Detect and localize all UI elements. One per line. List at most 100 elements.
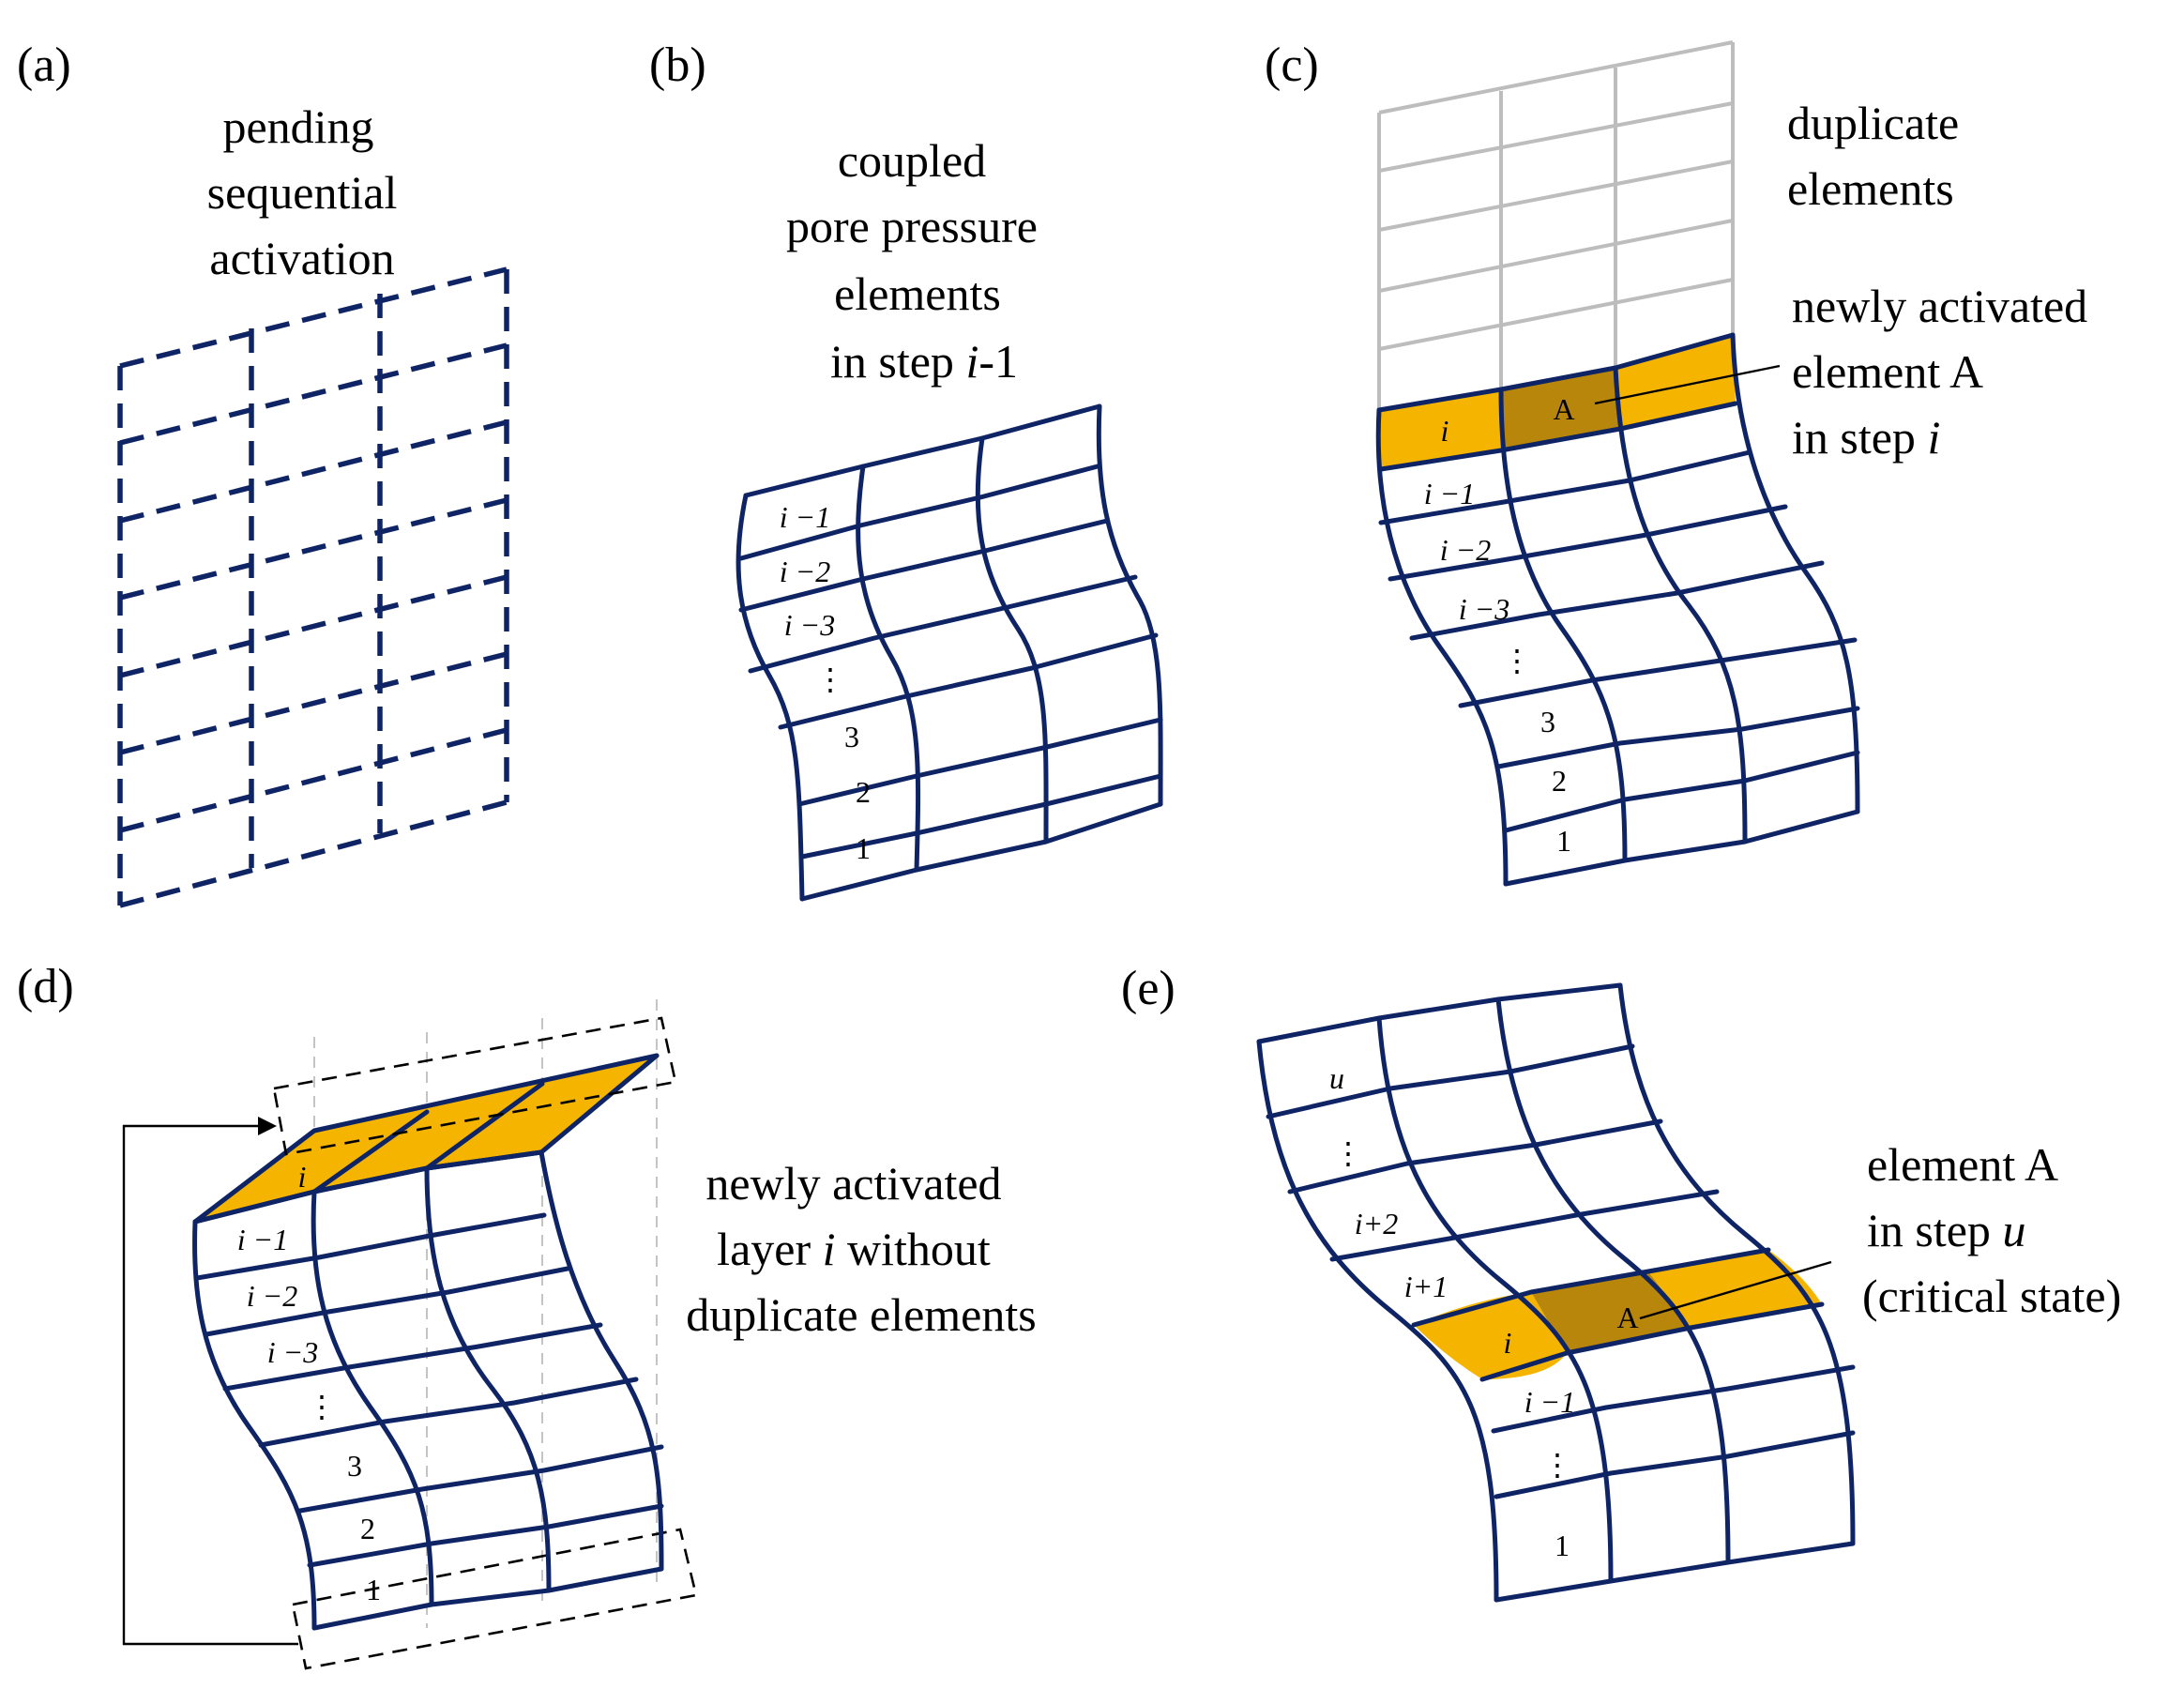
mesh-row-6 — [799, 773, 1163, 860]
row-label: 1 — [1556, 824, 1571, 858]
row-label: i −3 — [784, 608, 835, 642]
panel-c-row-labels: i −1 i −2 i −3 ⋮ 3 2 1 — [1424, 477, 1571, 858]
mesh-row — [192, 1149, 544, 1225]
mesh-row-0 — [119, 266, 508, 369]
row-label: i −1 — [1424, 477, 1475, 510]
panel-a-caption-line1: pending — [222, 100, 373, 153]
mesh-col — [1617, 982, 1856, 1546]
mesh-col-3 — [1096, 403, 1163, 807]
row-label: i −1 — [237, 1223, 288, 1256]
mesh-row — [1411, 1247, 1771, 1328]
mesh-row-0 — [743, 403, 1102, 498]
panel-c-letter: (c) — [1265, 38, 1319, 92]
mesh-row — [311, 1566, 664, 1631]
panel-e-caption-line1: element A — [1867, 1138, 2058, 1191]
row-label: 3 — [347, 1449, 362, 1483]
panel-b-row-labels: i −1 i −2 i −3 ⋮ 3 2 1 — [780, 500, 871, 865]
mesh-col-1 — [856, 464, 921, 873]
mesh-row — [204, 1266, 570, 1337]
mesh-row — [1256, 982, 1623, 1044]
mesh-row — [1491, 1364, 1856, 1434]
mesh-col-2 — [975, 435, 1049, 844]
mesh-row — [1409, 560, 1825, 641]
mesh-row-6 — [119, 727, 508, 833]
mesh-row-7 — [119, 799, 508, 908]
row-label: i −3 — [267, 1335, 318, 1369]
row-label: ⋮ — [307, 1390, 337, 1423]
row-label: i −3 — [1459, 592, 1509, 626]
mesh-col — [1498, 387, 1628, 863]
mesh-row — [1494, 1430, 1856, 1499]
panel-b-caption-line1: coupled — [838, 134, 986, 187]
panel-e-mesh — [1256, 982, 1856, 1603]
row-label: 1 — [1555, 1529, 1570, 1562]
element-a-label: A — [1553, 392, 1574, 426]
mesh-row — [1458, 637, 1858, 708]
panel-b: (b) coupled pore pressure elements in st… — [649, 38, 1163, 902]
transfer-arrow — [122, 1124, 298, 1646]
mesh-row-4 — [778, 632, 1159, 730]
panel-b-caption-line3: elements — [834, 267, 1001, 320]
top-face-edge — [424, 1081, 545, 1171]
mesh-col — [192, 1219, 317, 1631]
active-layer-cell — [1379, 389, 1501, 469]
mesh-row — [1479, 1301, 1825, 1382]
grid-row — [1378, 160, 1734, 232]
element-a-cell — [1501, 368, 1620, 450]
active-row-label: i — [1504, 1326, 1512, 1360]
grid-row — [1378, 101, 1734, 173]
mesh-row — [1378, 449, 1752, 525]
mesh-row-7 — [799, 801, 1163, 902]
mesh-row-1 — [738, 464, 1100, 561]
row-label: i −2 — [247, 1279, 297, 1313]
transfer-arrow-head — [258, 1117, 277, 1135]
panel-c-caption-mid-line3: in step i — [1792, 411, 1940, 464]
mesh-row-2 — [119, 419, 508, 524]
mesh-col — [1375, 407, 1509, 887]
mesh-row-5 — [119, 651, 508, 755]
panel-d-caption-line3: duplicate elements — [686, 1288, 1036, 1341]
panel-c-mesh — [1375, 332, 1860, 887]
panel-b-mesh — [736, 403, 1163, 902]
mesh-row-3 — [119, 497, 508, 601]
mesh-row — [222, 1322, 603, 1392]
row-label: 3 — [1540, 705, 1555, 738]
duplicate-elements-grid — [1377, 40, 1735, 410]
panel-c-caption-top-line1: duplicate — [1787, 97, 1959, 149]
active-layer-cell — [1615, 335, 1736, 429]
panel-b-caption-line2: pore pressure — [786, 200, 1038, 252]
element-a-label: A — [1616, 1301, 1638, 1334]
mesh-row — [1388, 504, 1788, 582]
top-face-edge — [192, 1053, 660, 1225]
mesh-row — [1376, 332, 1736, 413]
active-layer-cell — [1648, 1250, 1822, 1328]
panel-e-caption-line3: (critical state) — [1862, 1270, 2121, 1322]
mesh-col-0 — [736, 493, 805, 902]
panel-d-letter: (d) — [17, 960, 74, 1013]
mesh-row — [258, 1377, 639, 1448]
mesh-col — [1495, 997, 1731, 1565]
row-label: i −2 — [1440, 533, 1491, 567]
mesh-row-3 — [748, 574, 1138, 674]
mesh-row — [1495, 706, 1860, 769]
active-layer-top-face — [195, 1056, 657, 1222]
row-label: 1 — [366, 1573, 381, 1606]
mesh-col — [424, 1165, 552, 1593]
panel-a-caption-line2: sequential — [207, 166, 398, 219]
mesh-row — [1503, 809, 1860, 887]
mesh-row — [1266, 1043, 1635, 1119]
mesh-row — [1503, 750, 1860, 833]
row-label: ⋮ — [1502, 644, 1532, 677]
mesh-col — [1730, 332, 1860, 814]
row-label: 3 — [844, 720, 859, 753]
mesh-row — [307, 1503, 664, 1568]
panel-a-caption-line3: activation — [209, 232, 394, 284]
row-label: 1 — [856, 831, 871, 865]
mesh-col — [538, 1149, 664, 1572]
row-label: 2 — [1552, 764, 1567, 798]
mesh-row — [194, 1212, 547, 1281]
row-label: i −1 — [1524, 1385, 1575, 1419]
mesh-row-4 — [119, 574, 508, 678]
row-label: u — [1329, 1061, 1344, 1095]
